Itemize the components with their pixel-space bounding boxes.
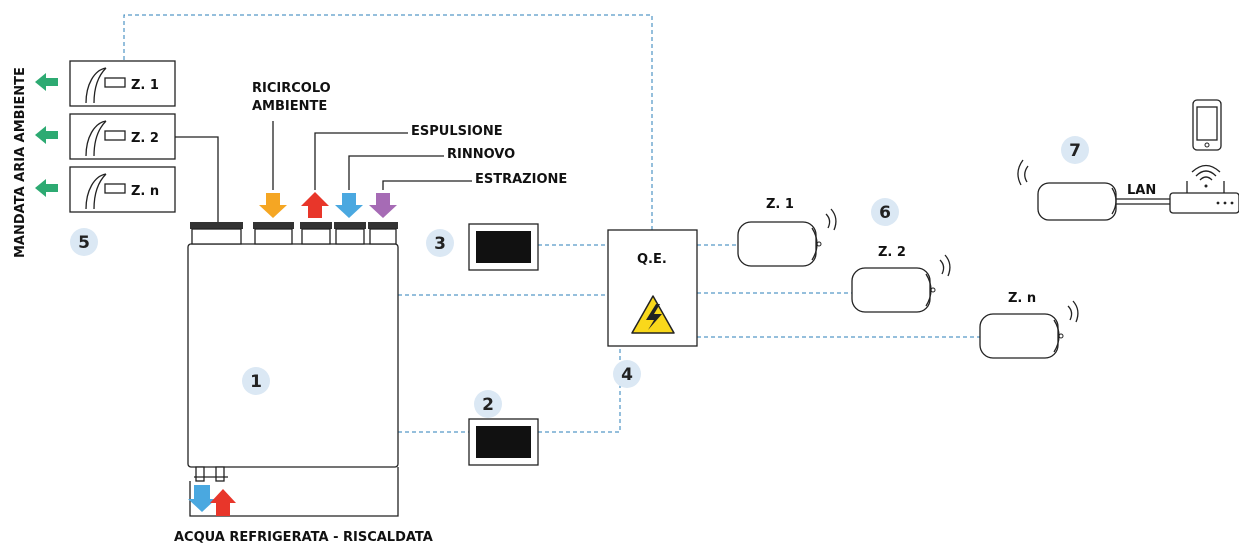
- green-arrow-icon: [35, 73, 58, 91]
- vent-label: Z. n: [131, 184, 159, 199]
- vent-zone: Z. 2: [69, 113, 176, 160]
- blue-arrow-icon: [188, 485, 216, 512]
- red-arrow-icon: [301, 192, 329, 218]
- vent-zone: Z. 1: [69, 60, 176, 107]
- ambiente-label: AMBIENTE: [252, 99, 327, 114]
- qe-label: Q.E.: [637, 252, 667, 267]
- red-arrow-icon: [210, 489, 236, 516]
- badge-4: 4: [621, 365, 633, 385]
- number-badges: 1 2 3 4 5 6 7: [70, 136, 1089, 418]
- estrazione-label: ESTRAZIONE: [475, 172, 567, 187]
- sensor-label: Z. n: [1008, 291, 1036, 306]
- warning-icon: [631, 295, 675, 334]
- smartphone-icon: [1192, 99, 1222, 151]
- duct-connector: [175, 136, 219, 222]
- gateway-device: [1017, 159, 1117, 221]
- supply-arrows: [35, 73, 58, 197]
- purple-arrow-icon: [369, 193, 397, 218]
- badge-6: 6: [879, 203, 891, 223]
- ricircolo-label: RICIRCOLO: [252, 81, 331, 96]
- display-panel-icon: [468, 418, 539, 466]
- router-icon: [1169, 164, 1239, 214]
- orange-arrow-icon: [259, 193, 287, 218]
- lan-cable: LAN: [1116, 183, 1170, 205]
- green-arrow-icon: [35, 179, 58, 197]
- acqua-label: ACQUA REFRIGERATA - RISCALDATA: [174, 530, 433, 544]
- vent-zone: Z. n: [69, 166, 176, 213]
- mandata-label: MANDATA ARIA AMBIENTE: [13, 67, 28, 258]
- vent-label: Z. 1: [131, 78, 159, 93]
- rinnovo-label: RINNOVO: [447, 147, 515, 162]
- leader-lines: [272, 121, 472, 190]
- wifi-icon: [825, 208, 837, 231]
- espulsione-label: ESPULSIONE: [411, 124, 503, 139]
- wifi-icon: [1191, 164, 1221, 188]
- sensor-label: Z. 1: [766, 197, 794, 212]
- badge-1: 1: [250, 372, 262, 392]
- badge-5: 5: [78, 233, 90, 253]
- wifi-icon: [939, 254, 951, 277]
- vent-label: Z. 2: [131, 131, 159, 146]
- electrical-panel: Q.E.: [607, 229, 698, 347]
- zone-sensor: Z. 2: [851, 245, 951, 313]
- blue-arrow-icon: [335, 193, 363, 218]
- main-unit: [187, 222, 399, 482]
- wifi-icon: [1017, 159, 1029, 186]
- badge-3: 3: [434, 234, 446, 254]
- wifi-icon: [1067, 300, 1079, 323]
- lan-label: LAN: [1127, 183, 1156, 198]
- zone-sensor: Z. n: [979, 291, 1079, 359]
- badge-7: 7: [1069, 141, 1081, 161]
- sensor-label: Z. 2: [878, 245, 906, 260]
- zone-sensor: Z. 1: [737, 197, 837, 267]
- badge-2: 2: [482, 395, 494, 415]
- pipe-bracket: [189, 467, 399, 517]
- green-arrow-icon: [35, 126, 58, 144]
- display-panel-icon: [468, 223, 539, 271]
